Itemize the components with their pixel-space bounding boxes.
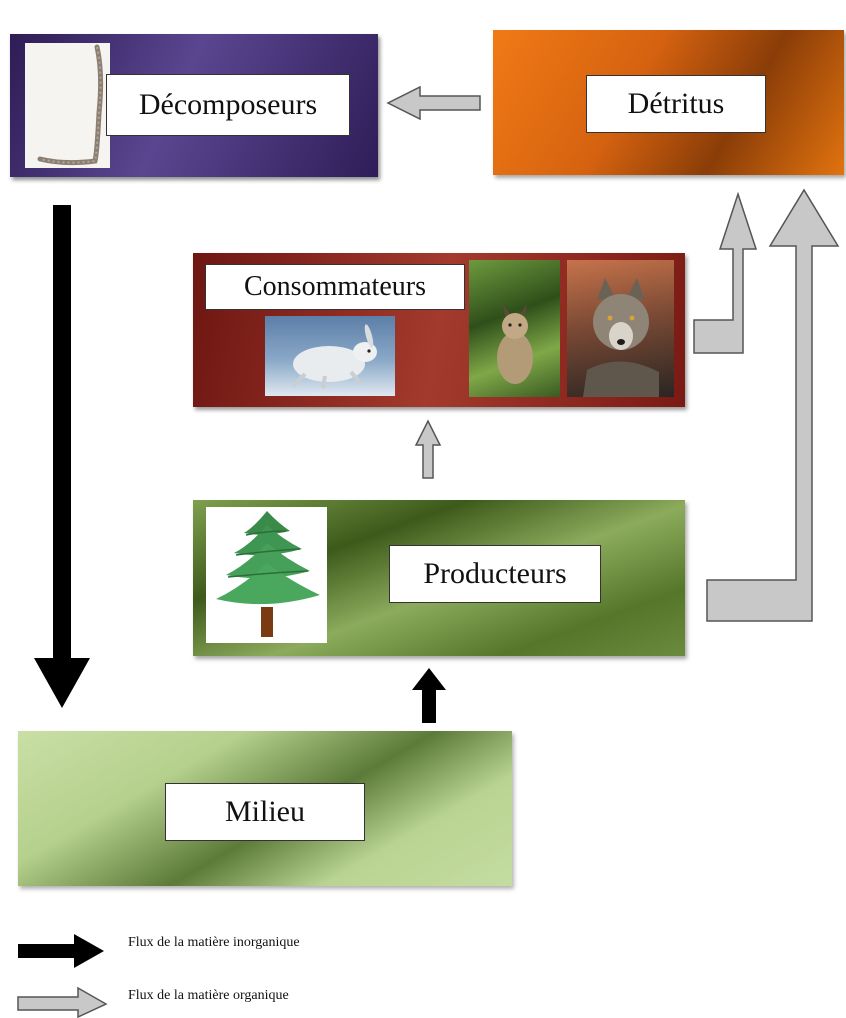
- arrow-detritus-to-decomposeurs: [386, 85, 481, 121]
- consommateurs-label: Consommateurs: [205, 264, 465, 310]
- fir-tree-icon: [206, 507, 327, 643]
- arrow-milieu-to-producteurs: [412, 668, 446, 723]
- legend-organic-arrow: [17, 986, 108, 1018]
- detritus-node: Détritus: [493, 30, 844, 175]
- detritus-label: Détritus: [586, 75, 766, 133]
- consommateurs-node: Consommateurs: [193, 253, 685, 407]
- producteurs-node: Producteurs: [193, 500, 685, 656]
- worm-photo: [25, 43, 110, 168]
- decomposeurs-node: Décomposeurs: [10, 34, 378, 177]
- legend-inorganic-arrow: [18, 934, 104, 968]
- milieu-node: Milieu: [18, 731, 512, 886]
- producteurs-label: Producteurs: [389, 545, 601, 603]
- decomposeurs-label: Décomposeurs: [106, 74, 350, 136]
- milieu-label: Milieu: [165, 783, 365, 841]
- legend-inorganic-label: Flux de la matière inorganique: [128, 935, 300, 950]
- wolf-photo: [567, 260, 674, 397]
- arrow-producteurs-to-consommateurs: [414, 419, 442, 479]
- arrow-decomposeurs-to-milieu: [34, 205, 90, 708]
- legend-organic-label: Flux de la matière organique: [128, 988, 289, 1003]
- arrow-producteurs-to-detritus: [706, 188, 840, 622]
- arrow-consommateurs-to-detritus: [693, 191, 758, 354]
- hare-photo: [265, 316, 395, 396]
- lynx-photo: [469, 260, 560, 397]
